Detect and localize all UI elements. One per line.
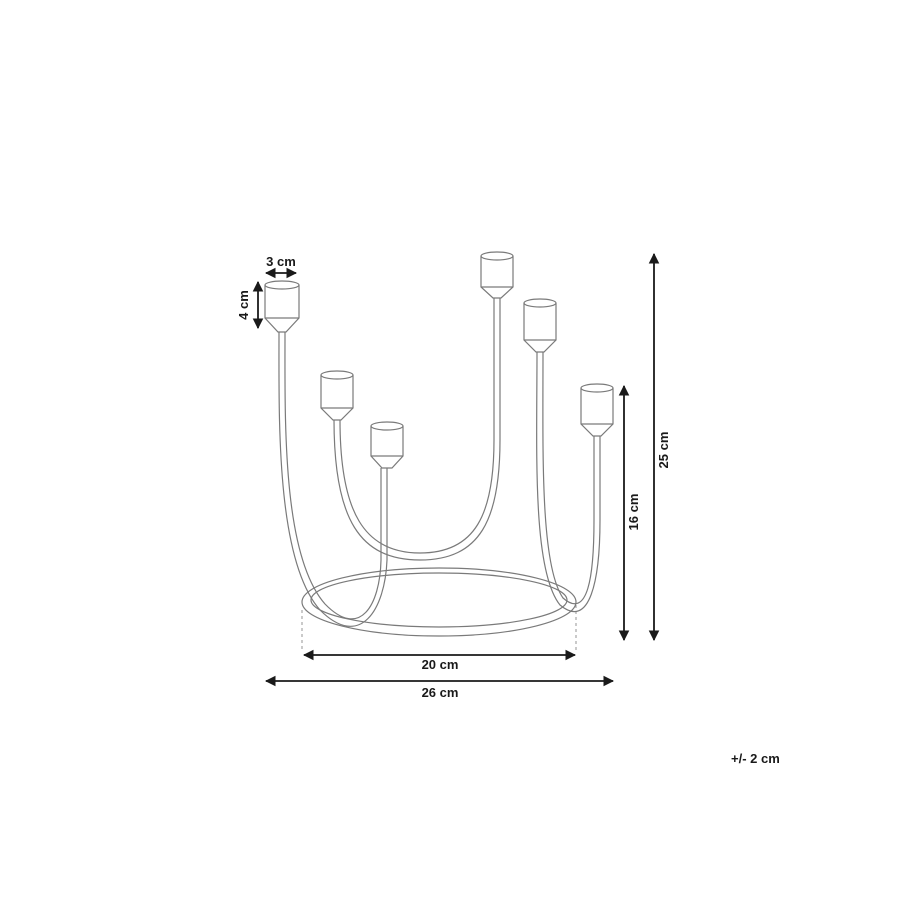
cup-3 <box>370 421 404 469</box>
overall-height-label: 25 cm <box>656 432 671 469</box>
cup-5 <box>523 298 557 353</box>
cup-6 <box>580 383 614 437</box>
tolerance-note: +/- 2 cm <box>731 751 780 766</box>
candle-holder-drawing <box>264 251 614 652</box>
dimension-arrows <box>252 252 660 687</box>
cup-4 <box>480 251 514 299</box>
base-width-label: 20 cm <box>422 657 459 672</box>
overall-width-label: 26 cm <box>422 685 459 700</box>
cup-height-label: 4 cm <box>236 290 251 320</box>
cup-width-label: 3 cm <box>266 254 296 269</box>
cup-2 <box>320 370 354 421</box>
cup-1 <box>264 280 300 333</box>
short-height-label: 16 cm <box>626 494 641 531</box>
